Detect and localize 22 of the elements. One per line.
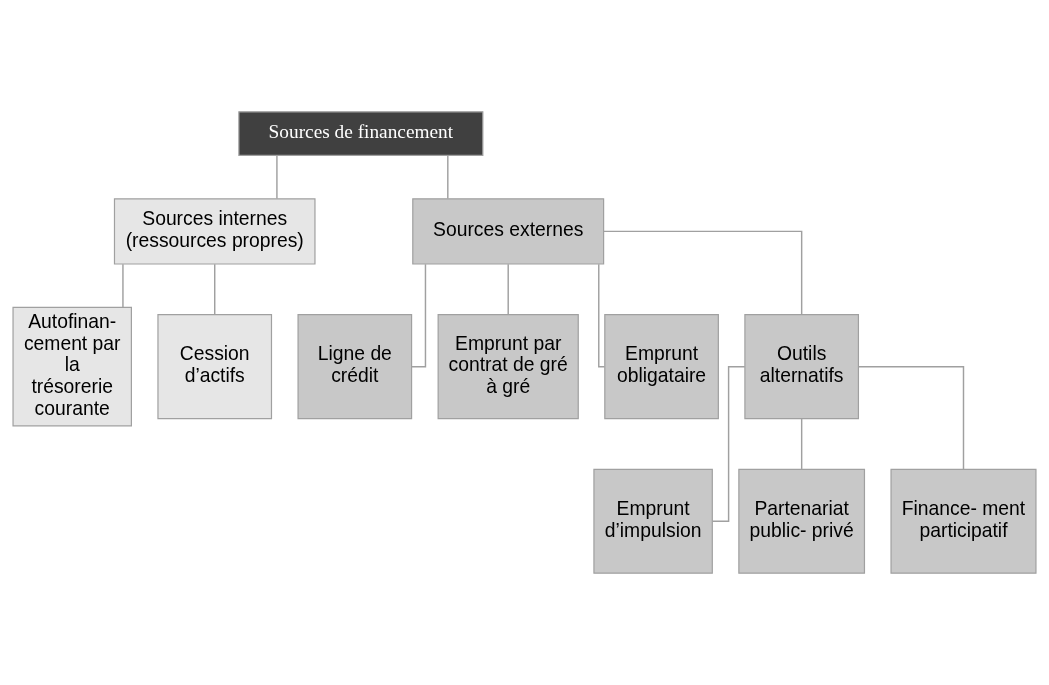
- node-box: Emprunt d’impulsion: [593, 468, 713, 574]
- connector: [214, 263, 216, 316]
- node-box: Sources de financement: [238, 111, 484, 156]
- connector: [711, 365, 746, 522]
- connector: [800, 418, 803, 470]
- connector: [598, 263, 606, 368]
- node-box: Partenariat public- privé: [738, 468, 866, 574]
- node-box: Outils alternatifs: [744, 314, 860, 420]
- node-box: Sources internes (ressources propres): [113, 198, 316, 265]
- connector: [122, 263, 124, 308]
- node-box: Autofinan- cement par la trésorerie courante: [12, 306, 132, 427]
- node-box: Ligne de crédit: [297, 314, 413, 420]
- node-box: Cession d’actifs: [157, 314, 273, 420]
- node-box: Finance- ment participatif: [890, 468, 1037, 574]
- node-box: Sources externes: [412, 198, 605, 265]
- connector: [276, 155, 278, 200]
- node-box: Emprunt obligataire: [604, 314, 719, 420]
- connector: [447, 155, 449, 200]
- connector: [858, 365, 965, 470]
- connector: [507, 263, 509, 316]
- node-box: Emprunt par contrat de gré à gré: [437, 314, 579, 420]
- connector: [603, 230, 803, 316]
